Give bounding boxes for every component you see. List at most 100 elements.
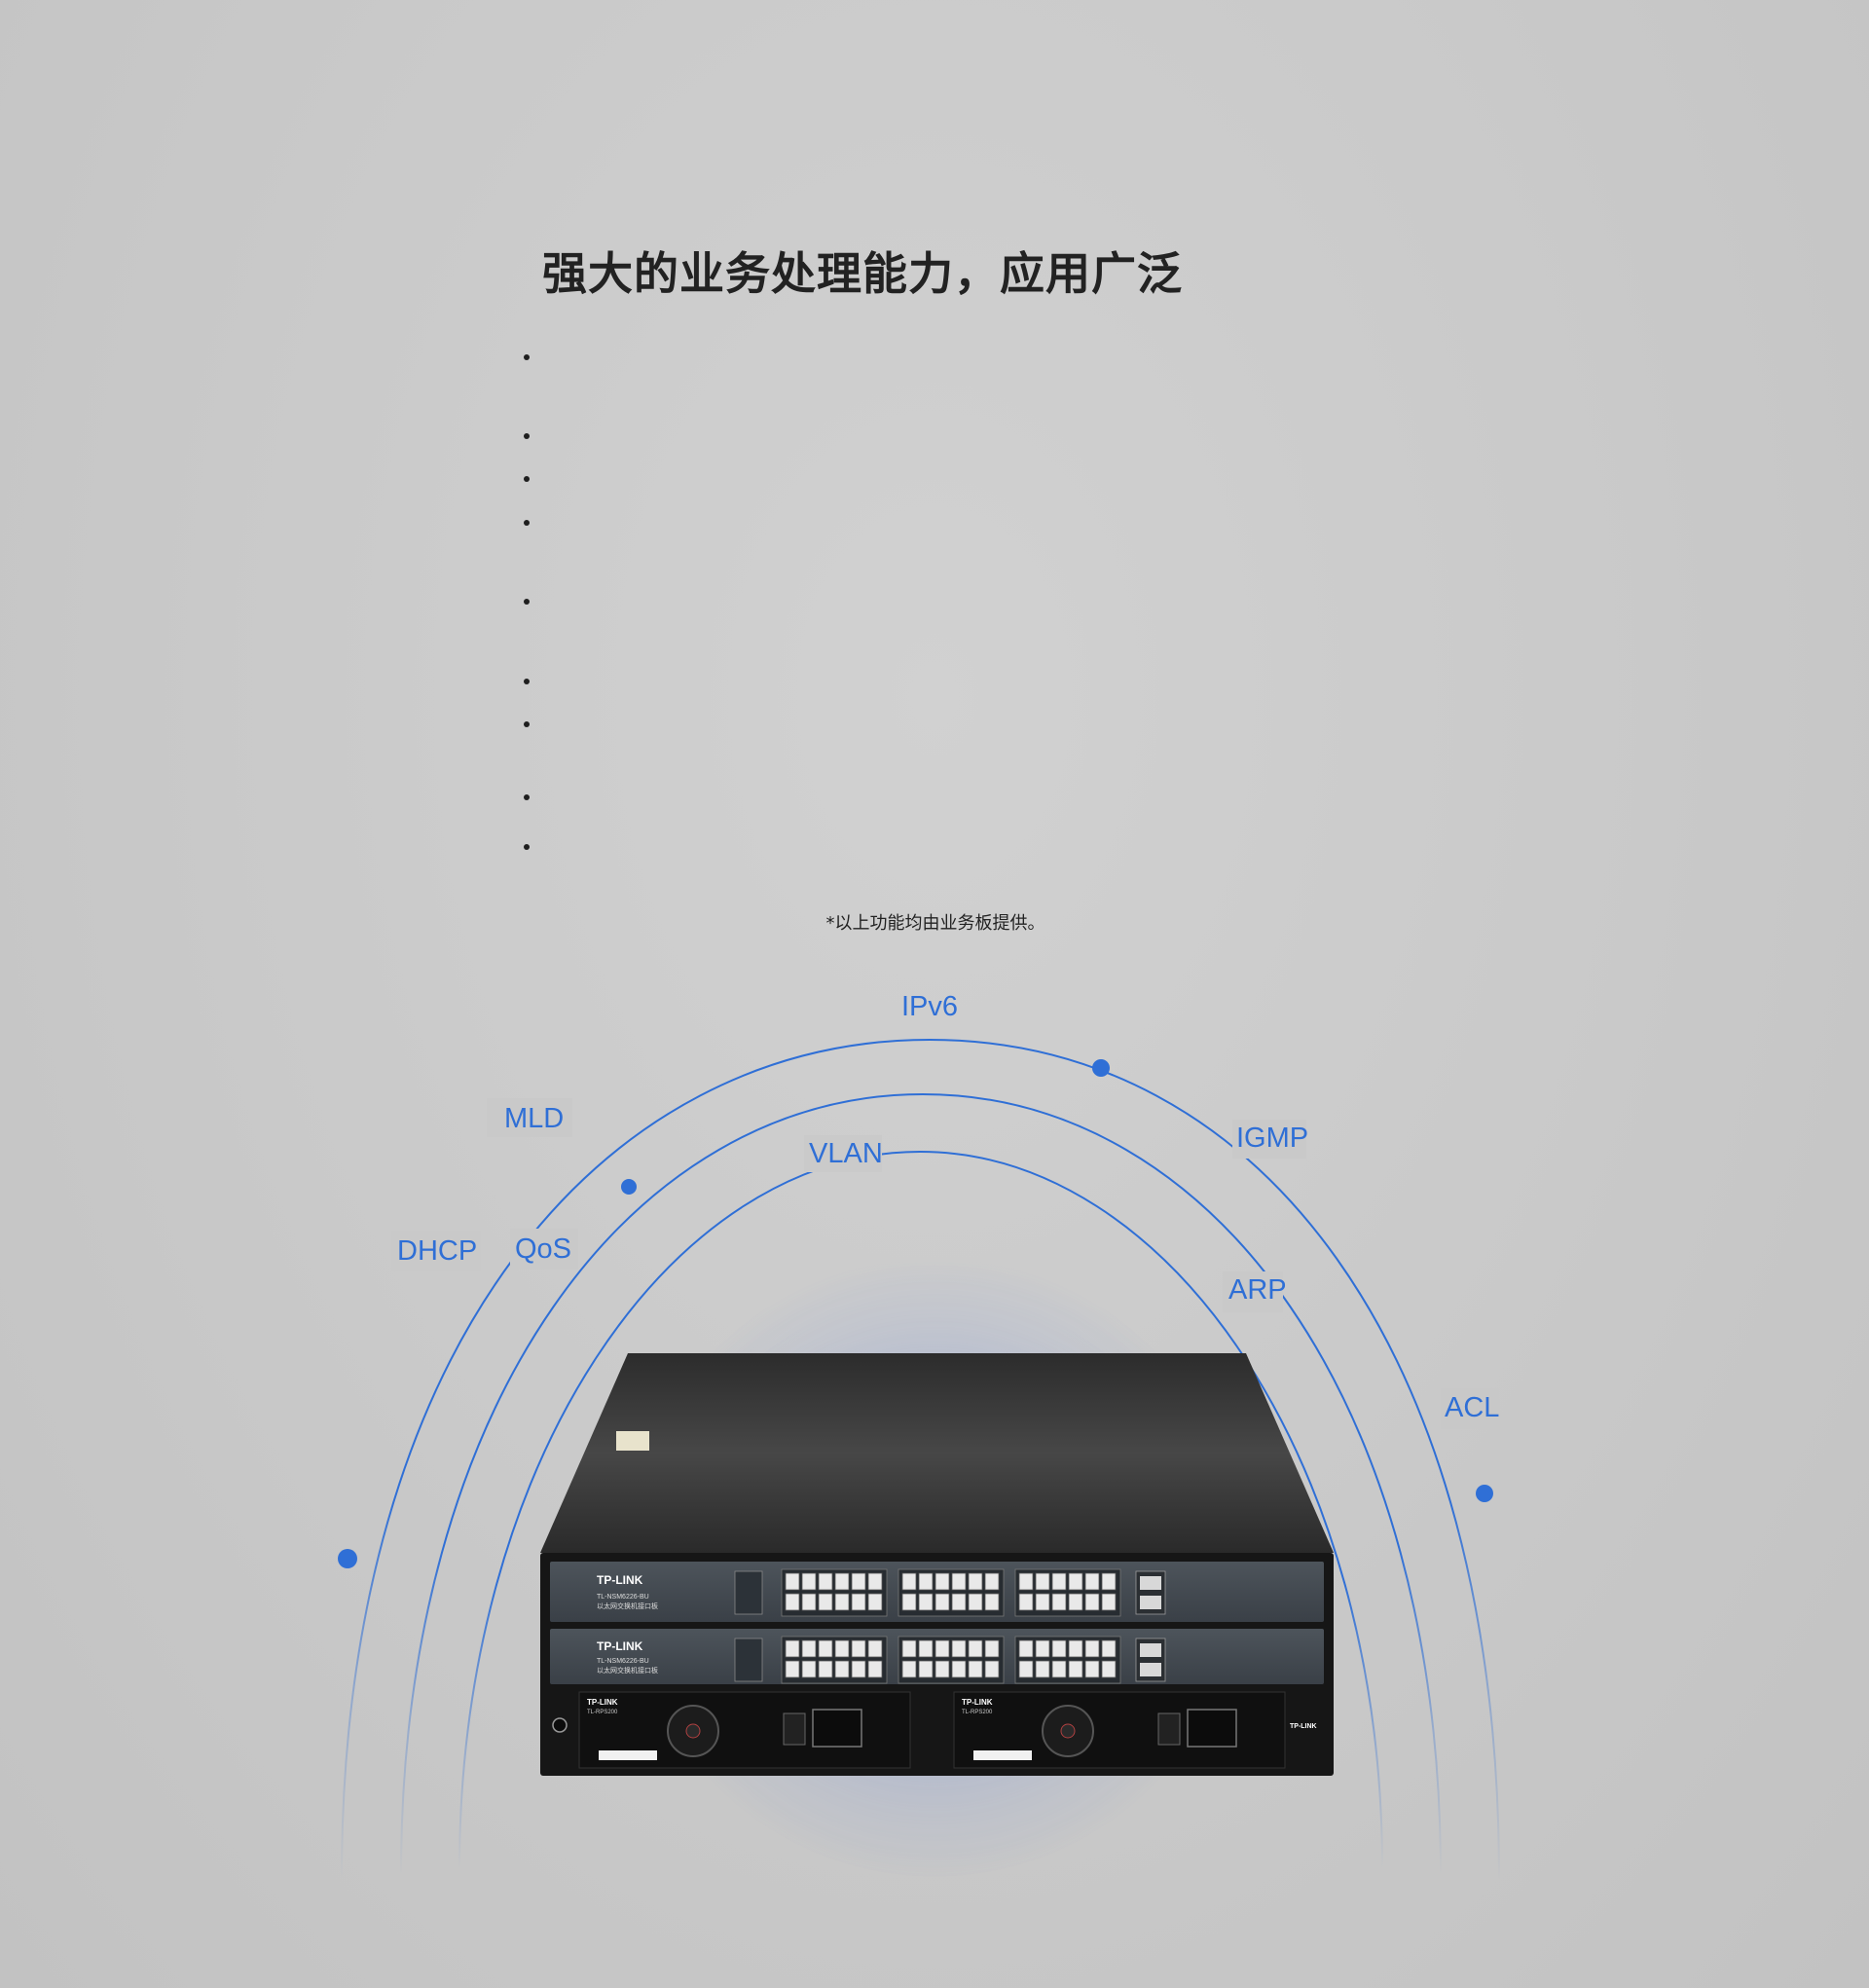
ethernet-port (1101, 1639, 1117, 1658)
ground-screw (552, 1717, 568, 1733)
module-model-top: TL-NSM6226-BU (597, 1594, 649, 1601)
inner-arc (458, 1150, 1383, 1870)
ethernet-port (1018, 1572, 1034, 1591)
ethernet-port (1101, 1572, 1117, 1591)
bullet-marker (524, 794, 533, 804)
ethernet-port (1051, 1639, 1067, 1658)
ethernet-port (851, 1639, 866, 1658)
label-igmp: IGMP (1236, 1123, 1308, 1154)
ethernet-port (801, 1660, 817, 1678)
page-title: 强大的业务处理能力，应用广泛 (542, 247, 1183, 300)
ethernet-port (968, 1639, 983, 1658)
ethernet-port (984, 1593, 1000, 1611)
outer-arc (341, 1038, 1500, 1880)
port-layer (734, 1568, 1166, 1684)
switch-chassis-image: TP-LINK TL-NSM6226-BU 以太网交换机接口板 TP-LINK … (540, 1353, 1334, 1776)
arc-dot (1476, 1485, 1493, 1502)
ethernet-port (1035, 1660, 1050, 1678)
brand-logo-top: TP-LINK (597, 1573, 643, 1587)
psu-switch-left (783, 1712, 806, 1746)
ethernet-port (801, 1639, 817, 1658)
ethernet-port (951, 1660, 967, 1678)
footnote: *以上功能均由业务板提供。 (825, 913, 1045, 934)
label-bg-dhcp (391, 1231, 481, 1271)
ethernet-port (1084, 1639, 1100, 1658)
psu-model-left: TL-RPS200 (587, 1710, 618, 1715)
arc-dot (621, 1179, 637, 1195)
ethernet-port (1018, 1593, 1034, 1611)
ethernet-port (851, 1660, 866, 1678)
label-bg-mld (487, 1098, 572, 1137)
label-bg-acl (1441, 1388, 1499, 1429)
ethernet-port (834, 1639, 850, 1658)
bullet-marker (524, 433, 533, 443)
fan-hub-right (1060, 1723, 1076, 1739)
bullet-marker (524, 599, 533, 608)
label-bg-vlan (804, 1135, 882, 1172)
psu-brand-right: TP-LINK (962, 1698, 993, 1707)
ethernet-port (851, 1572, 866, 1591)
ethernet-port (867, 1639, 883, 1658)
label-bg-qos (510, 1229, 578, 1270)
ethernet-port (867, 1593, 883, 1611)
ethernet-port (901, 1639, 917, 1658)
ethernet-port (968, 1572, 983, 1591)
ethernet-port (901, 1572, 917, 1591)
ethernet-port (851, 1593, 866, 1611)
ethernet-port (1035, 1593, 1050, 1611)
module-model-bottom: TL-NSM6226-BU (597, 1658, 649, 1665)
ethernet-port (785, 1572, 800, 1591)
ethernet-port (984, 1660, 1000, 1678)
ethernet-port (818, 1660, 833, 1678)
label-vlan: VLAN (809, 1138, 883, 1169)
ethernet-port (1068, 1593, 1083, 1611)
fan-hub-left (685, 1723, 701, 1739)
ethernet-port (984, 1572, 1000, 1591)
ethernet-port (1051, 1660, 1067, 1678)
ethernet-port (1101, 1593, 1117, 1611)
label-arp: ARP (1228, 1274, 1287, 1306)
ethernet-port (901, 1593, 917, 1611)
ethernet-port (1084, 1572, 1100, 1591)
ethernet-port (934, 1572, 950, 1591)
ethernet-port (918, 1572, 934, 1591)
ethernet-port (1035, 1572, 1050, 1591)
ethernet-port (968, 1660, 983, 1678)
ethernet-port (1018, 1660, 1034, 1678)
psu-warning-left (599, 1750, 657, 1760)
ethernet-port (834, 1572, 850, 1591)
ethernet-port (984, 1639, 1000, 1658)
sfp-port (1140, 1596, 1161, 1609)
ethernet-port (968, 1593, 983, 1611)
sfp-port (1140, 1643, 1161, 1657)
ethernet-port (1084, 1593, 1100, 1611)
ethernet-port (1018, 1639, 1034, 1658)
arc-dot (338, 1549, 357, 1568)
ethernet-port (1068, 1572, 1083, 1591)
ethernet-port (818, 1593, 833, 1611)
label-dhcp: DHCP (397, 1235, 477, 1267)
chassis-top-lid (540, 1353, 1334, 1553)
ethernet-port (901, 1660, 917, 1678)
ethernet-port (918, 1639, 934, 1658)
ethernet-port (1035, 1639, 1050, 1658)
ethernet-port (785, 1639, 800, 1658)
ethernet-port (1084, 1660, 1100, 1678)
bullet-marker (524, 520, 533, 530)
label-bg-igmp (1232, 1120, 1306, 1159)
ethernet-port (918, 1593, 934, 1611)
ethernet-port (1068, 1660, 1083, 1678)
bullet-marker (524, 721, 533, 731)
ethernet-port (801, 1572, 817, 1591)
bullet-marker (524, 354, 533, 364)
ethernet-port (951, 1639, 967, 1658)
ethernet-port (867, 1572, 883, 1591)
arc-dot (1092, 1059, 1110, 1077)
label-acl: ACL (1445, 1392, 1499, 1423)
sfp-port (1140, 1663, 1161, 1676)
bullet-marker (524, 679, 533, 688)
label-bg-arp (1223, 1271, 1283, 1312)
module-caption-top: 以太网交换机接口板 (597, 1601, 658, 1610)
console-port-block (734, 1638, 763, 1682)
warning-label-sticker (616, 1431, 649, 1451)
